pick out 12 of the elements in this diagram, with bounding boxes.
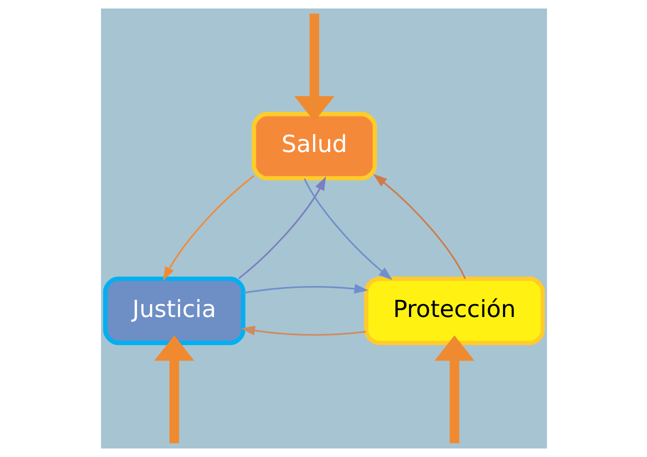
arrow xyxy=(240,326,366,336)
arrow xyxy=(238,176,326,280)
arrow xyxy=(434,335,474,444)
node-box: Protección xyxy=(364,276,544,346)
arrow xyxy=(162,175,254,281)
arrow xyxy=(154,335,194,444)
arrow xyxy=(303,178,392,280)
node-box: Salud xyxy=(251,112,376,180)
arrow xyxy=(372,174,466,280)
arrow xyxy=(242,284,368,294)
node-box: Justicia xyxy=(102,276,245,346)
arrow xyxy=(294,14,334,122)
